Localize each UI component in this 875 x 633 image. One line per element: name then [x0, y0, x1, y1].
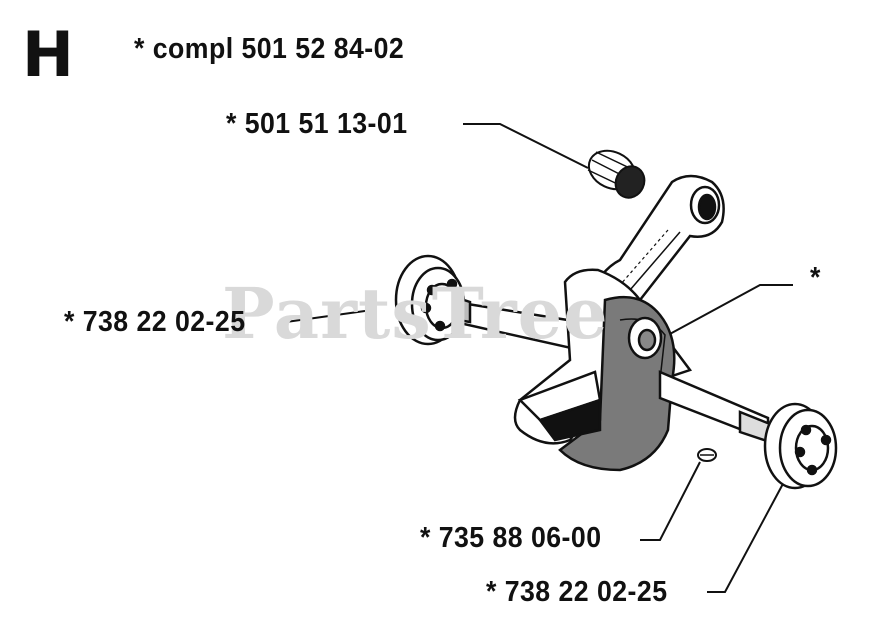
right-bearing-part [763, 402, 838, 490]
leader-line-crankshaft [667, 284, 793, 336]
callout-key: * 735 88 06-00 [420, 522, 602, 554]
callout-crankshaft: * [810, 262, 821, 294]
leader-lines [285, 123, 793, 593]
callout-bearing-left: * 738 22 02-25 [64, 306, 246, 338]
right-shaft-part [658, 370, 772, 444]
leader-line-bearing-right [707, 479, 786, 593]
needle-bearing-part [587, 149, 646, 199]
callout-complete-assembly: * compl 501 52 84-02 [134, 33, 405, 65]
section-letter: H [22, 18, 74, 91]
leader-line-key [640, 461, 701, 541]
callout-needle-bearing: * 501 51 13-01 [226, 108, 408, 140]
leader-line-needle-bearing [463, 123, 589, 169]
crank-web-part [513, 268, 693, 472]
left-shaft-part [453, 296, 582, 352]
left-bearing-part [394, 254, 466, 346]
connecting-rod-part [586, 174, 725, 312]
key-part [697, 448, 717, 462]
leader-line-bearing-left [285, 309, 373, 323]
callout-bearing-right: * 738 22 02-25 [486, 576, 668, 608]
